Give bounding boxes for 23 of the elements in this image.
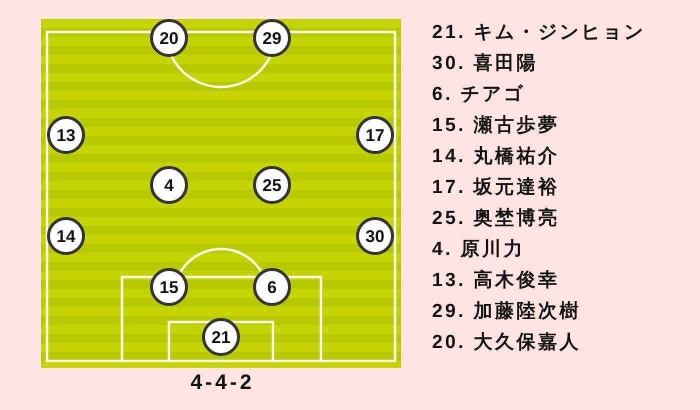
lineup-entry: 17. 坂元達裕 <box>432 176 560 200</box>
lineup-entry: 21. キム・ジンヒョン <box>432 21 646 45</box>
lineup-entry: 30. 喜田陽 <box>432 52 538 76</box>
player-marker: 17 <box>356 116 394 154</box>
player-marker: 30 <box>356 217 394 255</box>
lineup-entry: 15. 瀬古歩夢 <box>432 114 560 138</box>
player-marker: 25 <box>253 166 291 204</box>
lineup-entry: 25. 奥埜博亮 <box>432 206 560 231</box>
player-marker: 14 <box>47 217 85 255</box>
lineup-entry: 6. チアゴ <box>432 83 526 107</box>
formation-label: 4-4-2 <box>190 370 255 396</box>
player-marker: 4 <box>150 166 188 204</box>
player-marker: 20 <box>150 19 188 57</box>
lineup-entry: 13. 高木俊幸 <box>432 268 560 293</box>
player-marker: 29 <box>253 19 291 57</box>
player-marker: 6 <box>253 268 291 306</box>
player-marker: 21 <box>202 318 240 356</box>
lineup-entry: 14. 丸橋祐介 <box>432 144 560 169</box>
lineup-entry: 4. 原川力 <box>432 238 526 262</box>
player-marker: 13 <box>47 116 85 154</box>
lineup-entry: 29. 加藤陸次樹 <box>432 300 582 324</box>
lineup-entry: 20. 大久保嘉人 <box>432 331 582 355</box>
player-marker: 15 <box>150 268 188 306</box>
